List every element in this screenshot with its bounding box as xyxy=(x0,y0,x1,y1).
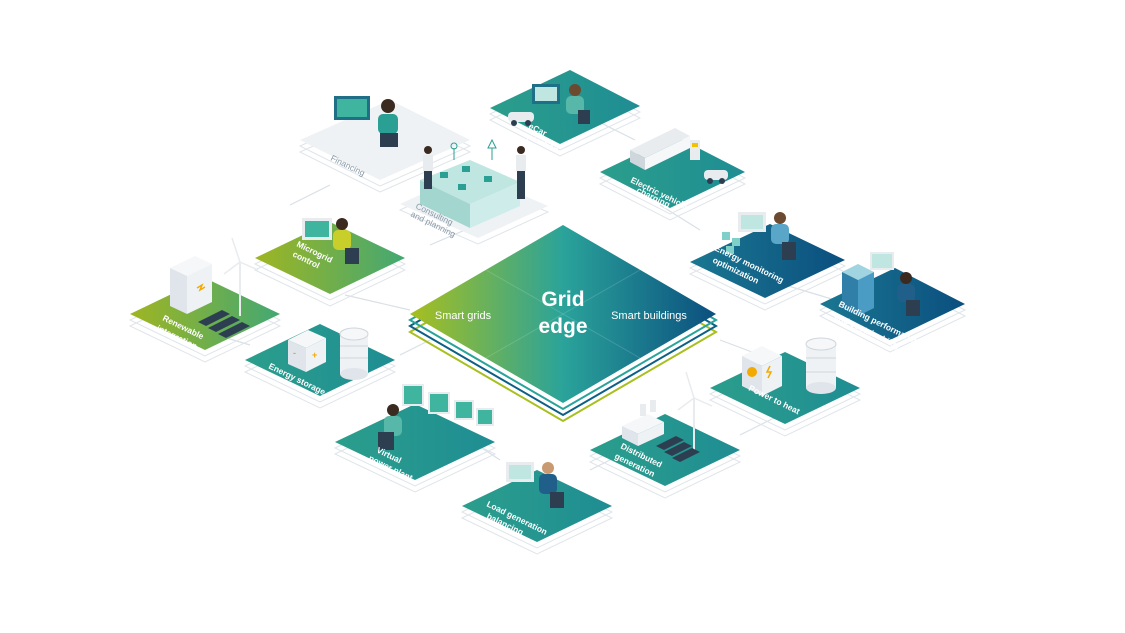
monitor-icon xyxy=(738,212,766,232)
tank-icon xyxy=(339,327,369,380)
monitor-icon xyxy=(506,462,534,482)
tile-microgrid-control[interactable]: Microgrid control xyxy=(253,218,407,307)
center-left-label: Smart grids xyxy=(435,310,492,322)
tile-energy-storage[interactable]: + - Energy storage xyxy=(243,324,397,409)
heater-icon xyxy=(742,346,782,396)
wind-turbine-icon xyxy=(677,371,713,452)
person-icon xyxy=(897,272,920,316)
generator-icon xyxy=(622,400,664,446)
person-icon xyxy=(566,84,590,124)
tile-virtual-power-plant[interactable]: Virtual power plant xyxy=(333,384,497,493)
monitor-icon xyxy=(532,84,560,104)
building-model-icon xyxy=(420,138,520,228)
svg-text:+: + xyxy=(312,350,317,360)
tile-load-balancing[interactable]: Load generation balancing xyxy=(460,462,614,555)
car-icon xyxy=(704,170,728,184)
battery-icon: + - xyxy=(288,330,326,372)
person-icon xyxy=(539,462,564,508)
monitor-icon xyxy=(334,96,370,120)
car-icon xyxy=(508,112,534,126)
inverter-icon xyxy=(170,256,212,314)
monitor-icon xyxy=(870,252,894,270)
center-title-line1: Grid xyxy=(541,288,584,311)
tile-power-to-heat[interactable]: Power to heat xyxy=(708,337,862,437)
person-icon xyxy=(333,218,359,264)
person-icon xyxy=(378,99,398,147)
tile-distributed-generation[interactable]: Distributed generation xyxy=(588,371,742,499)
solar-panel-icon xyxy=(656,436,700,462)
solar-panel-icon xyxy=(198,310,250,338)
tile-ev-charging[interactable]: Electric vehicle charging xyxy=(598,128,747,221)
monitor-icon xyxy=(302,218,332,240)
center-grid-edge: Grid edge Smart grids Smart buildings xyxy=(408,225,718,423)
person-icon xyxy=(516,146,526,199)
building-icon xyxy=(842,264,874,316)
person-icon xyxy=(771,212,796,260)
tile-financing[interactable]: Financing xyxy=(298,96,472,193)
monitor-wall-icon xyxy=(402,384,494,426)
center-title-line2: edge xyxy=(538,315,587,338)
person-icon xyxy=(378,404,402,450)
person-icon xyxy=(423,146,433,189)
charging-station-icon xyxy=(690,140,700,160)
svg-text:-: - xyxy=(293,348,296,358)
bus-icon xyxy=(630,128,690,170)
tank-icon xyxy=(805,337,837,394)
cubes-icon xyxy=(722,232,740,254)
wind-turbine-icon xyxy=(223,237,259,316)
tile-energy-monitoring[interactable]: Energy monitoring optimization xyxy=(688,212,847,311)
tile-ecar-operation[interactable]: eCar operation xyxy=(488,70,642,157)
tile-renewable-integration[interactable]: Renewable integration xyxy=(128,237,282,363)
center-right-label: Smart buildings xyxy=(611,310,687,322)
